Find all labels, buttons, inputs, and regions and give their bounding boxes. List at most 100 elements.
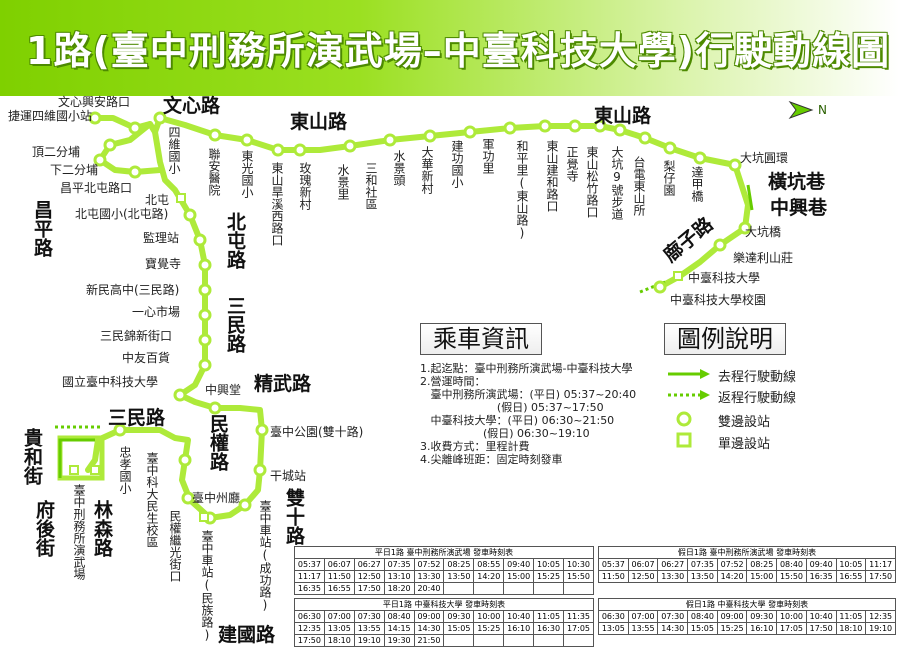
time-cell: 14:30	[657, 622, 689, 635]
road-beitun: 北屯路	[224, 212, 246, 269]
time-cell: 15:00	[503, 570, 535, 583]
stop-marker	[128, 165, 142, 179]
stop-label: 東山建和路口	[545, 140, 559, 212]
road-fuhou: 府後街	[33, 500, 55, 557]
time-cell: 14:30	[413, 622, 445, 635]
time-cell: 12:50	[627, 570, 659, 583]
time-cell: 17:50	[865, 570, 896, 583]
stop-marker-single	[90, 465, 100, 475]
time-cell: 07:35	[383, 558, 415, 571]
time-cell: 16:55	[323, 582, 355, 595]
time-cell: 07:52	[413, 558, 445, 571]
legend-title: 圖例說明	[664, 323, 786, 355]
stop-marker	[293, 143, 307, 157]
time-cell: 17:05	[563, 622, 594, 635]
stop-marker	[128, 121, 142, 135]
time-cell: 17:05	[776, 622, 807, 635]
stop-label: 大坑9號步道	[610, 146, 624, 220]
info-line: 1.起迄點：臺中刑務所演武場-中臺科技大學	[420, 362, 633, 375]
stop-marker	[153, 111, 167, 125]
time-cell	[503, 582, 535, 595]
time-cell	[443, 582, 475, 595]
time-cell: 13:55	[353, 622, 385, 635]
stop-marker	[178, 453, 192, 467]
time-cell: 17:50	[294, 634, 325, 647]
road-hengkeng: 橫坑巷	[768, 171, 826, 193]
stop-label: 民權繼光街口	[168, 510, 182, 582]
stop-label: 文心興安路口	[58, 95, 131, 109]
stop-label: 監理站	[143, 231, 180, 245]
legend-outbound-arrow	[700, 369, 710, 379]
stop-label: 一心市場	[132, 305, 181, 319]
stop-marker	[238, 498, 252, 512]
stop-marker	[113, 423, 127, 437]
stop-marker	[93, 153, 107, 167]
time-cell: 11:35	[563, 610, 594, 623]
time-cell: 13:05	[323, 622, 355, 635]
title-banner: 1路(臺中刑務所演武場–中臺科技大學)行駛動線圖	[0, 0, 899, 96]
stop-marker	[593, 119, 607, 133]
stop-marker	[568, 119, 582, 133]
stop-marker-single	[176, 193, 186, 203]
time-cell: 11:50	[323, 570, 355, 583]
stop-label: 東山松竹路口	[585, 146, 599, 218]
stop-label: 臺中公園(雙十路)	[270, 425, 364, 439]
stop-marker	[240, 133, 254, 147]
stop-label: 玫瑰新村	[298, 162, 312, 210]
time-cell: 10:30	[563, 558, 594, 571]
time-cell: 16:10	[503, 622, 535, 635]
time-cell: 18:10	[323, 634, 355, 647]
stop-label: 台電東山所	[632, 156, 646, 216]
time-cell: 13:30	[413, 570, 445, 583]
time-cell: 08:40	[776, 558, 807, 571]
stop-label: 臺中科大民生校區	[145, 452, 159, 548]
return-arrow-east	[639, 280, 666, 294]
time-cell: 16:35	[805, 570, 837, 583]
time-cell: 15:05	[687, 622, 718, 635]
stop-label: 臺中車站(民族路)	[200, 530, 214, 642]
stop-label: 聯安醫院	[207, 148, 221, 196]
stop-label: 和平里(東山路)	[515, 140, 529, 240]
time-cell: 09:30	[746, 610, 778, 623]
stop-label: 四維國小	[167, 126, 181, 174]
time-cell: 09:00	[716, 610, 748, 623]
stop-label: 大坑橋	[745, 225, 782, 239]
time-cell	[563, 582, 594, 595]
info-lines: 1.起迄點：臺中刑務所演武場-中臺科技大學 2.營運時間： 臺中刑務所演武場：(…	[420, 362, 636, 466]
stop-marker	[383, 133, 397, 147]
info-line: (假日) 06:30~19:10	[420, 427, 590, 440]
stop-label: 東山旱溪西路口	[270, 162, 284, 246]
time-cell: 08:25	[443, 558, 475, 571]
time-cell: 06:07	[627, 558, 659, 571]
north-arrow-icon	[788, 100, 814, 120]
legend-both-label: 雙邊設站	[718, 415, 771, 430]
time-cell: 18:10	[835, 622, 867, 635]
time-cell: 07:00	[323, 610, 355, 623]
legend-single-icon	[676, 432, 692, 448]
stop-marker	[173, 388, 187, 402]
road-changping: 昌平路	[31, 200, 53, 257]
legend-outbound-label: 去程行駛動線	[718, 370, 797, 385]
stop-marker-single	[673, 271, 683, 281]
stop-label: 大坑圓環	[740, 151, 789, 165]
stop-marker	[343, 139, 357, 153]
stop-marker-single	[199, 512, 209, 522]
time-cell: 19:10	[865, 622, 896, 635]
stop-label: 中友百貨	[122, 351, 171, 365]
stop-marker	[198, 358, 212, 372]
time-cell: 09:00	[413, 610, 445, 623]
time-cell: 10:00	[473, 610, 505, 623]
stop-marker	[713, 238, 727, 252]
stop-marker	[198, 333, 212, 347]
timetable-title: 假日1路 臺中刑務所演武場 發車時刻表	[598, 546, 896, 559]
stop-label: 忠孝國小	[118, 446, 132, 494]
stop-label: 臺中刑務所演武場	[72, 484, 86, 580]
map-title: 1路(臺中刑務所演武場–中臺科技大學)行駛動線圖	[26, 29, 891, 73]
time-cell	[533, 634, 565, 647]
info-line: 3.收費方式：里程計費	[420, 440, 530, 453]
stop-marker	[208, 401, 222, 415]
